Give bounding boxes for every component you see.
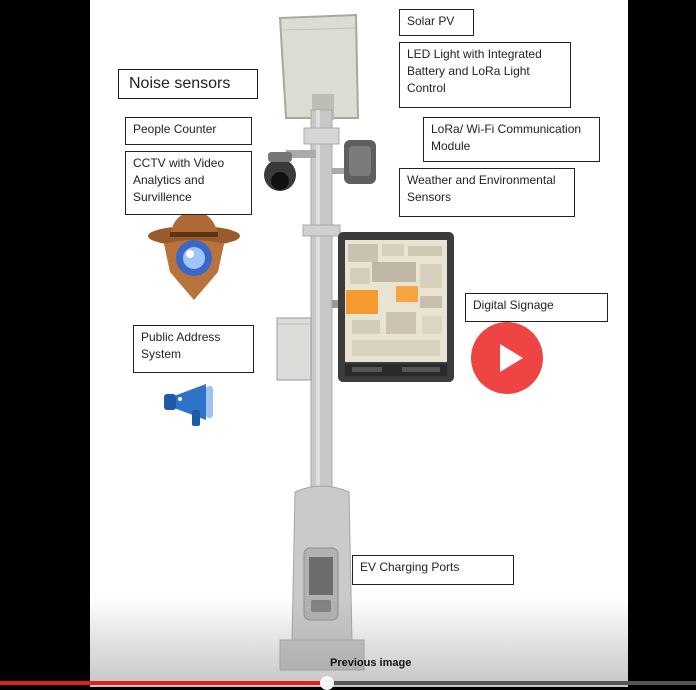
- play-icon: [500, 344, 523, 372]
- label-ev-charging: EV Charging Ports: [352, 555, 514, 585]
- weather-sensor-box: [332, 140, 376, 184]
- label-solar-pv: Solar PV: [399, 9, 474, 36]
- megaphone-icon: [164, 384, 213, 426]
- play-button[interactable]: [471, 322, 543, 394]
- digital-signage-screen: [332, 232, 454, 382]
- pole: [310, 109, 333, 493]
- label-led-light: LED Light with Integrated Battery and Lo…: [399, 42, 571, 108]
- pa-speaker-box: [276, 317, 312, 381]
- solar-panel: [278, 13, 360, 120]
- label-digital-signage: Digital Signage: [465, 293, 608, 322]
- previous-image-label[interactable]: Previous image: [330, 657, 412, 669]
- label-public-address: Public Address System: [133, 325, 254, 373]
- cctv-camera: [264, 150, 316, 191]
- label-noise-sensors: Noise sensors: [118, 69, 258, 99]
- label-people-counter: People Counter: [125, 117, 252, 145]
- spy-detective-icon: [148, 212, 240, 300]
- label-lora-wifi: LoRa/ Wi-Fi Communication Module: [423, 117, 600, 162]
- smart-pole-illustration: [148, 13, 454, 671]
- progress-fill: [0, 681, 328, 685]
- progress-scrubber-handle[interactable]: [320, 676, 335, 690]
- label-weather-sensors: Weather and Environmental Sensors: [399, 168, 575, 217]
- label-cctv: CCTV with Video Analytics and Survillenc…: [125, 151, 252, 215]
- video-progress-bar[interactable]: [0, 676, 696, 690]
- slide: Solar PV LED Light with Integrated Batte…: [90, 0, 628, 687]
